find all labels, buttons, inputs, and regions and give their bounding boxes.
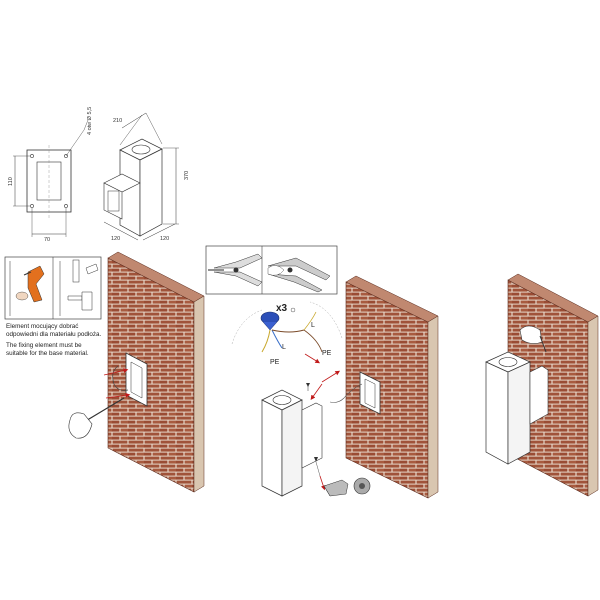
wire-label-l-top: L <box>311 322 315 329</box>
screw-head-icon <box>353 477 371 495</box>
drilling-panel <box>4 256 102 320</box>
brick-wall-step-2 <box>310 275 439 499</box>
note-line-en-2: suitable for the base material. <box>6 350 89 357</box>
luminaire-step-2 <box>261 383 371 497</box>
wire-label-pe-right: PE <box>322 350 332 357</box>
note-line-pl-2: odpowiedni dla materiału podłoża. <box>6 331 101 338</box>
plate-height-label: 110 <box>8 177 14 186</box>
hand-screwdriver-icon <box>519 325 547 353</box>
note-line-en-1: The fixing element must be <box>6 342 82 349</box>
top-width-label: 210 <box>113 118 122 124</box>
crimping-pliers-icon <box>267 257 331 293</box>
screwdriver-hand-icon <box>68 397 125 439</box>
depth-left-label: 120 <box>111 236 120 242</box>
plate-width-label: 70 <box>44 237 50 243</box>
wire-label-l-left: L <box>282 344 286 351</box>
wire-label-pe-left: PE <box>270 359 280 366</box>
screw-icon <box>323 479 349 497</box>
luminaire-drawing <box>103 112 179 241</box>
crimp-tool-panel <box>205 245 338 295</box>
wall-plug-icon <box>59 259 99 316</box>
luminaire-mounted <box>485 325 549 465</box>
connector-count-label: x3 <box>276 303 288 314</box>
drill-icon <box>15 265 45 303</box>
mounting-bracket <box>359 371 381 415</box>
note-line-pl-1: Element mocujący dobrać <box>6 323 78 330</box>
stripping-pliers-icon <box>208 253 263 287</box>
wire-connector-icon <box>260 311 280 331</box>
brick-wall-step-1 <box>68 251 205 493</box>
hole-note-label: 4 otw Ø 5,5 <box>87 107 93 135</box>
wiring-detail <box>231 301 343 364</box>
mounting-plate-drawing <box>13 119 89 237</box>
height-label: 370 <box>184 171 190 180</box>
mounting-bracket <box>125 352 148 407</box>
depth-right-label: 120 <box>160 236 169 242</box>
